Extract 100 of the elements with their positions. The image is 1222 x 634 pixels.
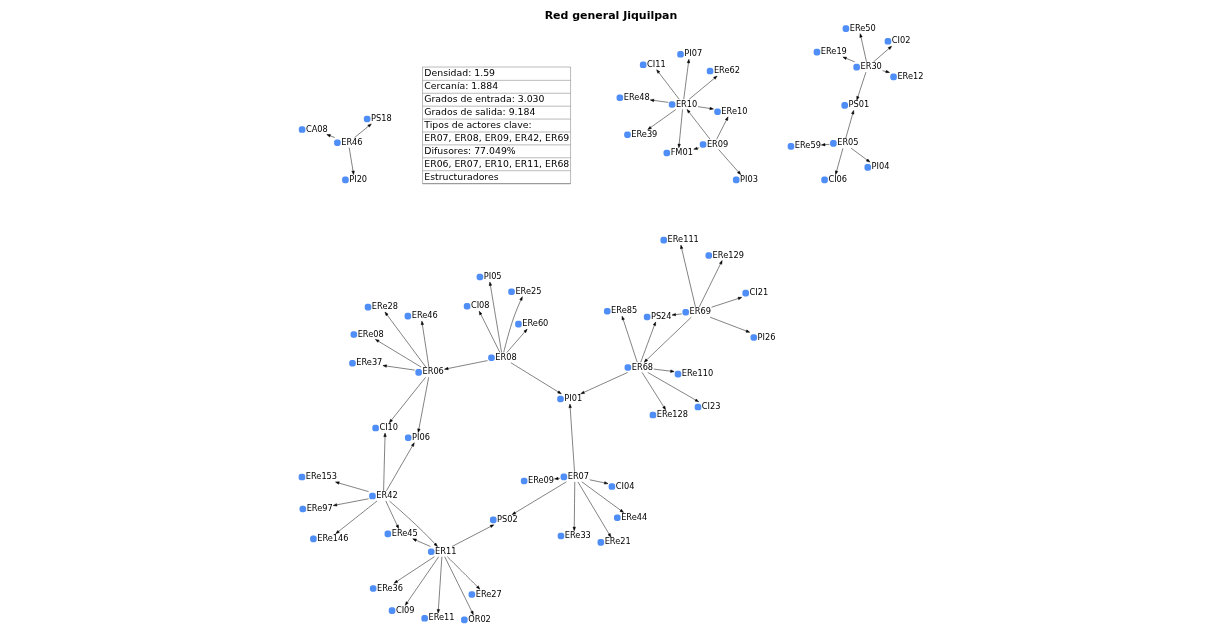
arrow	[856, 71, 867, 101]
arrow	[384, 311, 427, 368]
arrow	[335, 500, 378, 534]
arrow	[680, 244, 696, 308]
arrow	[845, 110, 855, 139]
arrow	[851, 148, 871, 163]
arrow	[572, 481, 576, 531]
arrow	[393, 556, 435, 584]
arrow	[417, 377, 429, 433]
node-label: ERe44	[621, 511, 648, 522]
arrow	[716, 116, 729, 140]
arrow	[444, 556, 474, 615]
arrow	[389, 500, 438, 547]
node-label: PI07	[684, 48, 703, 59]
node-label: CI08	[470, 300, 490, 311]
arrow	[444, 360, 488, 370]
node-label: PS24	[650, 310, 672, 321]
node-label: ERe10	[721, 105, 748, 116]
node-label: ER42	[376, 490, 398, 501]
node-label: ERe08	[357, 328, 384, 339]
node-label: CI09	[395, 604, 415, 615]
node-label: PI05	[483, 271, 502, 281]
node-label: FM01	[670, 147, 693, 158]
node-label: PI03	[740, 173, 758, 184]
arrow	[693, 146, 700, 150]
arrow	[647, 109, 677, 130]
node-label: ERe25	[515, 285, 542, 296]
node-label: ERe33	[564, 529, 591, 540]
node-label: ER30	[860, 61, 882, 72]
arrow	[581, 481, 624, 513]
node-label: CA08	[305, 123, 328, 134]
node-label: CI23	[701, 401, 721, 412]
arrow	[640, 321, 656, 363]
node-label: ER69	[689, 306, 711, 317]
arrow	[451, 524, 495, 547]
node-label: OR02	[468, 613, 491, 624]
node-label: ERe62	[713, 65, 740, 76]
label: Estructuradores	[424, 170, 499, 182]
label: Difusores: 77.049%	[424, 144, 516, 156]
node-label: PS18	[370, 112, 392, 123]
node-label: ERe45	[391, 527, 418, 538]
node-label: ERe111	[667, 234, 699, 245]
arrow	[348, 147, 355, 175]
node-label: ERe50	[849, 22, 876, 33]
node-label: ERe09	[527, 474, 555, 485]
node-label: CI06	[828, 173, 848, 184]
node-label: ERe39	[631, 128, 658, 139]
node-label: ERe27	[475, 588, 502, 599]
arrow	[479, 310, 501, 353]
node-label: ER46	[341, 136, 363, 147]
arrow	[577, 481, 612, 538]
arrow	[447, 556, 481, 590]
node-label: ER05	[837, 137, 859, 148]
arrow	[383, 432, 387, 492]
label: Cercanía: 1.884	[424, 80, 499, 92]
node-label: ERe60	[522, 318, 549, 329]
node-label: CI10	[379, 422, 399, 433]
arrow	[882, 70, 890, 74]
node-label: PS02	[497, 513, 518, 524]
label: ER06, ER07, ER10, ER11, ER68	[424, 157, 570, 169]
arrow	[405, 556, 439, 606]
arrow	[873, 46, 892, 63]
node-label: ERe128	[656, 409, 689, 420]
arrow	[420, 320, 430, 368]
arrow	[436, 556, 443, 614]
node-label: PI04	[871, 161, 890, 172]
node-label: ER11	[435, 545, 457, 556]
arrow	[386, 442, 415, 491]
arrow	[503, 296, 523, 353]
node-label: ER09	[706, 138, 729, 149]
arrow	[653, 368, 675, 373]
label: Grados de salida: 9.184	[424, 106, 536, 117]
arrow	[842, 56, 856, 63]
node-label: ERe85	[611, 305, 638, 316]
node-label: CI11	[647, 58, 666, 69]
label: Densidad: 1.59	[424, 67, 496, 79]
arrow	[835, 148, 844, 175]
arrow	[389, 377, 426, 423]
node-label: ERe28	[371, 301, 398, 312]
arrow	[709, 316, 750, 333]
node-label: ER68	[631, 361, 654, 372]
node-label: PI06	[412, 431, 430, 442]
node-label: PI20	[349, 173, 368, 184]
node-label: ERe97	[306, 503, 333, 514]
node-label: ERe37	[356, 357, 383, 368]
arrow	[643, 316, 692, 363]
arrow	[821, 143, 830, 147]
arrow	[412, 538, 431, 547]
node-label: CI02	[891, 35, 911, 46]
arrow	[326, 134, 335, 138]
arrow	[641, 372, 666, 411]
arrow	[506, 328, 528, 353]
arrow	[589, 479, 609, 485]
node-label: ERe19	[820, 46, 847, 57]
node-label: ERe11	[428, 612, 455, 623]
node-label: CI04	[615, 480, 635, 491]
node-label: CI21	[749, 287, 769, 298]
label: Tipos de actores clave:	[424, 118, 532, 130]
node-label: ERe21	[604, 536, 631, 547]
arrow	[385, 500, 399, 529]
